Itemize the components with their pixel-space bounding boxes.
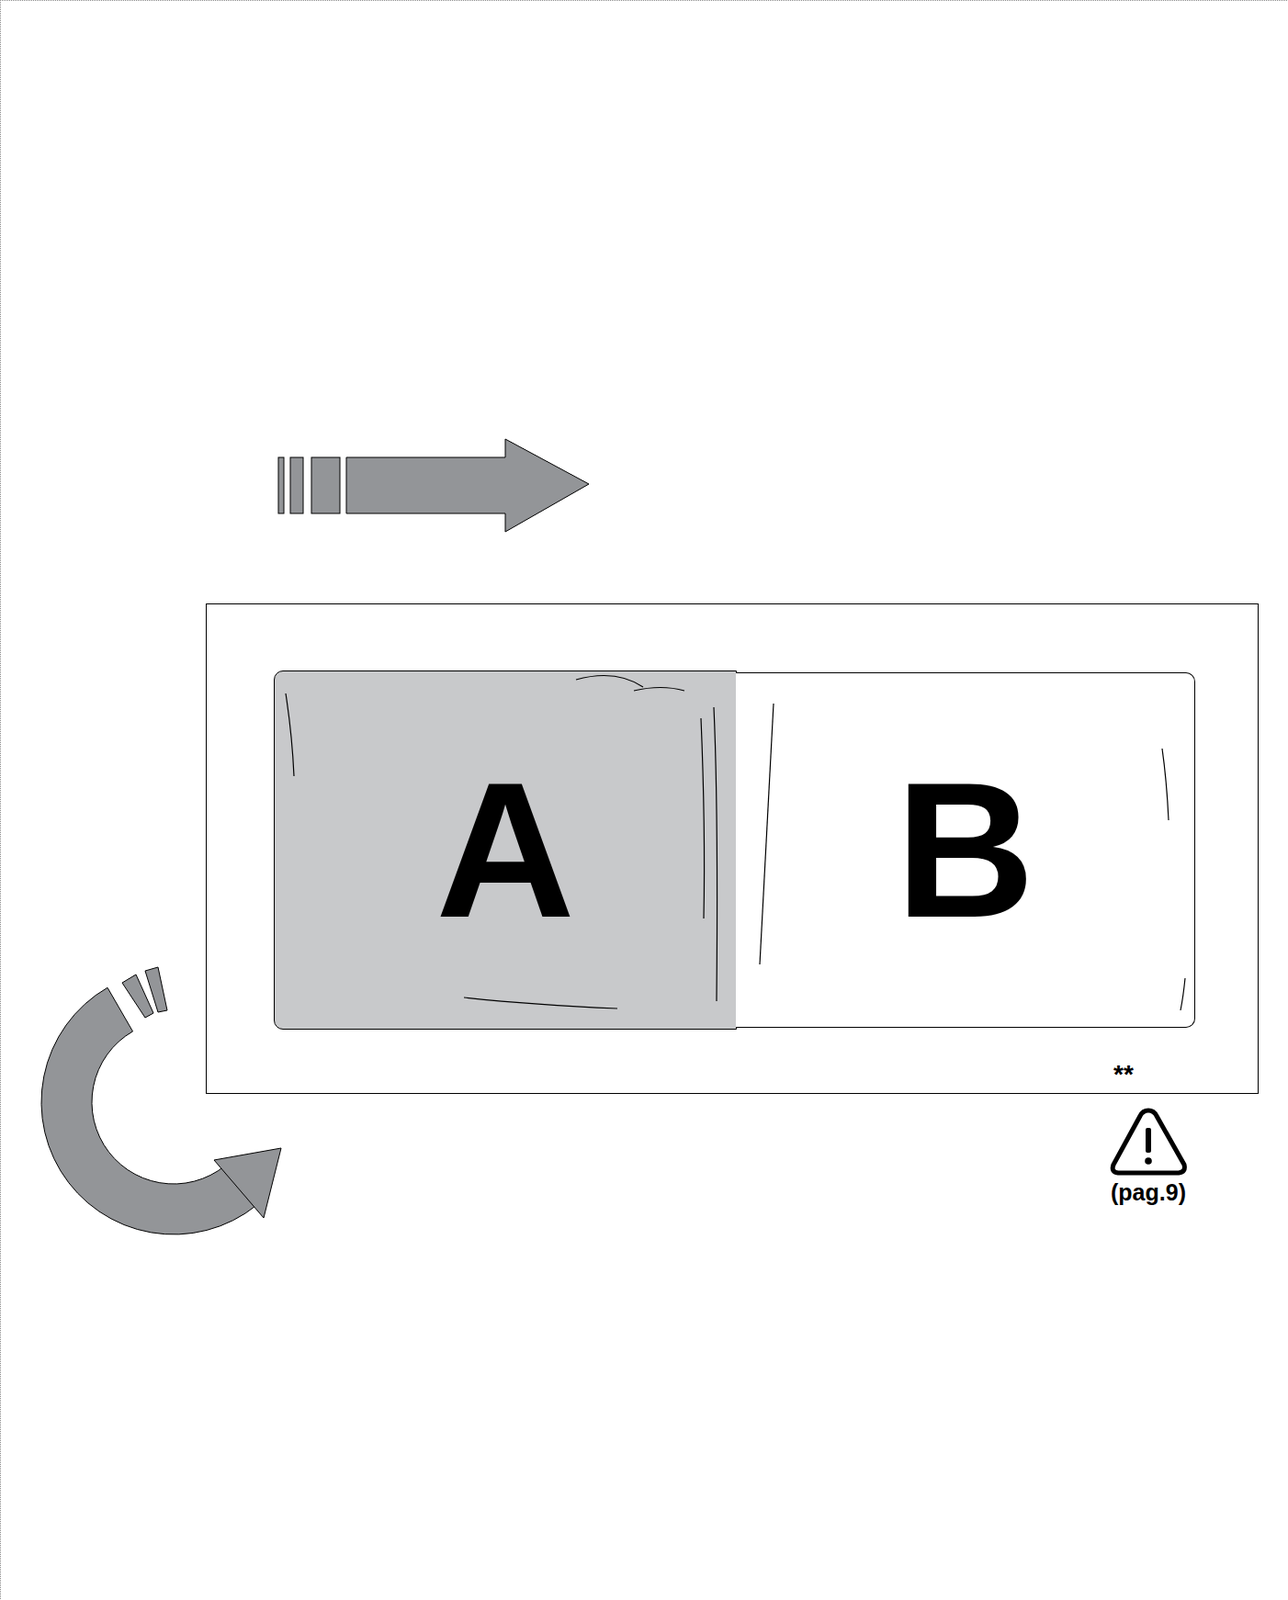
wrinkle bbox=[633, 688, 685, 692]
arrow-arc bbox=[41, 987, 268, 1235]
wrinkle bbox=[285, 693, 294, 777]
warning-symbol bbox=[1112, 1110, 1185, 1174]
page-reference: (pag.9) bbox=[1110, 1181, 1187, 1205]
note-mark: ** bbox=[1113, 1062, 1134, 1088]
wrinkle bbox=[1162, 748, 1169, 821]
arrow-head bbox=[214, 1148, 282, 1219]
wrinkle bbox=[1180, 978, 1186, 1011]
arrow-body bbox=[346, 439, 589, 532]
push-arrow bbox=[278, 439, 589, 532]
rotate-arrow bbox=[41, 967, 282, 1235]
compartment-letter: B bbox=[895, 754, 1036, 948]
wrinkle bbox=[759, 703, 774, 965]
wrinkle bbox=[576, 676, 644, 689]
arrow-stripe bbox=[122, 974, 154, 1018]
wrinkle bbox=[463, 997, 618, 1009]
compartment-letter: A bbox=[435, 754, 576, 948]
compartment-box: B bbox=[735, 672, 1196, 1029]
warning-triangle bbox=[1112, 1110, 1185, 1174]
wrinkle bbox=[713, 707, 718, 1002]
warning-mark bbox=[1145, 1128, 1152, 1153]
arrow-stripe bbox=[311, 457, 340, 514]
tray-outline: ** A B bbox=[205, 603, 1259, 1095]
arrow-stripe bbox=[278, 457, 284, 514]
wrinkle-lines bbox=[285, 676, 1186, 1012]
arrow-stripe bbox=[145, 967, 168, 1013]
wrinkle bbox=[700, 718, 705, 919]
warning-mark bbox=[1144, 1157, 1153, 1165]
compartment-box: A bbox=[273, 670, 737, 1030]
arrow-stripe bbox=[290, 457, 304, 514]
